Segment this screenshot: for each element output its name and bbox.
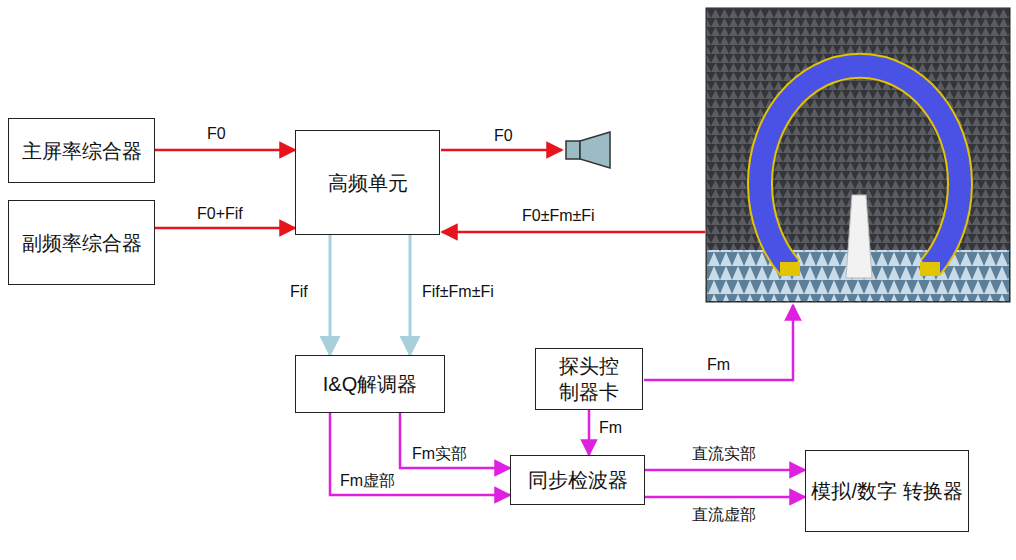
process-box: 高频单元 bbox=[295, 130, 440, 235]
process-box: I&Q解调器 bbox=[295, 355, 445, 413]
signal-arrow bbox=[400, 413, 510, 468]
process-box: 探头控制器卡 bbox=[535, 348, 643, 410]
signal-label: F0 bbox=[205, 124, 228, 143]
box-label: 探头控制器卡 bbox=[557, 353, 621, 405]
process-box: 副频率综合器 bbox=[8, 200, 155, 285]
signal-label: Fm虚部 bbox=[338, 471, 397, 490]
signal-wire bbox=[644, 305, 793, 380]
chamber-photo bbox=[706, 8, 1010, 302]
signal-arrow bbox=[409, 235, 412, 355]
process-box: 模拟/数字 转换器 bbox=[805, 450, 969, 532]
signal-label: 直流实部 bbox=[690, 444, 758, 463]
signal-label: Fm bbox=[705, 355, 732, 374]
signal-label: F0±Fm±Fi bbox=[520, 206, 597, 225]
signal-label: F0+Fif bbox=[195, 204, 245, 223]
signal-arrow bbox=[155, 227, 295, 230]
signal-wire bbox=[442, 231, 705, 234]
box-label: 模拟/数字 转换器 bbox=[811, 478, 962, 504]
signal-label: Fm bbox=[597, 418, 624, 437]
box-label: I&Q解调器 bbox=[323, 371, 417, 397]
process-box: 主屏率综合器 bbox=[8, 118, 155, 183]
signal-wire bbox=[441, 149, 562, 152]
signal-label: 直流虚部 bbox=[690, 505, 758, 524]
box-label: 主屏率综合器 bbox=[22, 138, 142, 164]
box-label: 高频单元 bbox=[328, 170, 408, 196]
process-box: 同步检波器 bbox=[510, 455, 645, 505]
signal-arrow bbox=[645, 496, 805, 499]
signal-label: Fm实部 bbox=[410, 444, 469, 463]
signal-arrow bbox=[329, 235, 332, 355]
signal-arrow bbox=[645, 469, 805, 472]
signal-arrow bbox=[330, 413, 510, 495]
box-label: 同步检波器 bbox=[528, 467, 628, 493]
signal-arrow bbox=[155, 149, 295, 152]
signal-label: F0 bbox=[492, 126, 515, 145]
horn-antenna bbox=[566, 132, 610, 168]
signal-label: Fif bbox=[288, 282, 310, 301]
signal-arrow bbox=[588, 410, 591, 455]
signal-label: Fif±Fm±Fi bbox=[420, 282, 496, 301]
box-label: 副频率综合器 bbox=[22, 230, 142, 256]
